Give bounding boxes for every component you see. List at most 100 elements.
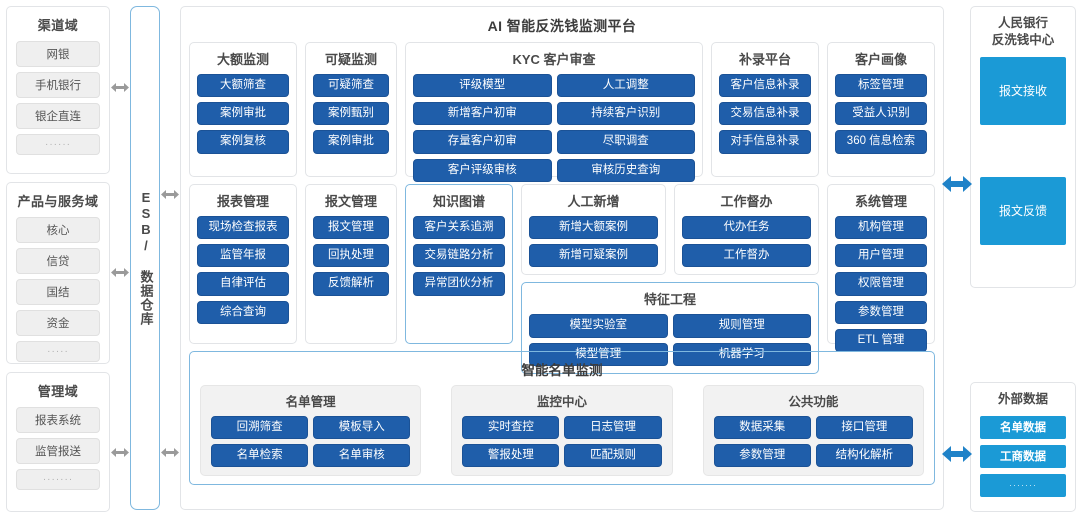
feature-button[interactable]: 权限管理 <box>835 272 927 296</box>
card-title: 报表管理 <box>216 194 269 209</box>
card-feature-engineering: 特征工程 模型实验室 规则管理 模型管理 机器学习 <box>521 282 819 374</box>
domain-item-ellipsis: ······ <box>16 134 100 155</box>
feature-button[interactable]: 标签管理 <box>835 74 927 98</box>
card-kyc-customer-review: KYC 客户审查 评级模型 人工调整 新增客户初审 持续客户识别 存量客户初审 … <box>405 42 703 182</box>
domain-item[interactable]: 监管报送 <box>16 438 100 464</box>
esb-data-warehouse-column: ESB/ 数据仓库 <box>130 6 160 510</box>
feature-button[interactable]: 模板导入 <box>313 416 411 440</box>
feature-button[interactable]: 异常团伙分析 <box>413 272 505 296</box>
feature-button[interactable]: 对手信息补录 <box>719 130 811 154</box>
card-supplementary-entry-platform: 补录平台 客户信息补录 交易信息补录 对手信息补录 <box>711 42 819 177</box>
card-large-amount-monitor: 大额监测 大额筛查 案例审批 案例复核 <box>189 42 297 177</box>
feature-button[interactable]: 案例复核 <box>197 130 289 154</box>
feature-button[interactable]: 交易链路分析 <box>413 244 505 268</box>
card-title: 知识图谱 <box>432 194 485 209</box>
feature-button[interactable]: 代办任务 <box>682 216 811 240</box>
panel-title: 人民银行 反洗钱中心 <box>980 15 1066 49</box>
feature-button[interactable]: 交易信息补录 <box>719 102 811 126</box>
feature-button[interactable]: 案例审批 <box>197 102 289 126</box>
domain-item[interactable]: 网银 <box>16 41 100 67</box>
feature-button[interactable]: 报文管理 <box>313 216 389 240</box>
block-ellipsis: ······· <box>980 473 1066 497</box>
block-message-feedback[interactable]: 报文反馈 <box>980 176 1066 245</box>
subcard-list-management: 名单管理 回溯筛查 模板导入 名单检索 名单审核 <box>200 385 422 477</box>
feature-button[interactable]: 回执处理 <box>313 244 389 268</box>
feature-button[interactable]: 反馈解析 <box>313 272 389 296</box>
spacer <box>980 125 1066 177</box>
feature-button[interactable]: 可疑筛查 <box>313 74 389 98</box>
domain-panel-channel: 渠道域 网银 手机银行 银企直连 ······ <box>6 6 110 174</box>
feature-button[interactable]: 新增大额案例 <box>529 216 658 240</box>
card-title: 特征工程 <box>643 292 696 308</box>
feature-button[interactable]: 名单审核 <box>313 444 411 468</box>
card-work-supervision: 工作督办 代办任务 工作督办 <box>674 184 819 276</box>
feature-button[interactable]: 参数管理 <box>835 300 927 324</box>
feature-button[interactable]: 尽职调查 <box>556 130 695 154</box>
feature-button[interactable]: 360 信息检索 <box>835 130 927 154</box>
feature-button[interactable]: 新增客户初审 <box>413 102 552 126</box>
domain-item[interactable]: 手机银行 <box>16 72 100 98</box>
block-message-receive[interactable]: 报文接收 <box>980 56 1066 125</box>
feature-button[interactable]: 名单检索 <box>211 444 309 468</box>
feature-button[interactable]: 综合查询 <box>197 300 289 324</box>
domain-item[interactable]: 信贷 <box>16 248 100 274</box>
feature-button[interactable]: 现场检查报表 <box>197 216 289 240</box>
feature-button[interactable]: 自律评估 <box>197 272 289 296</box>
feature-button[interactable]: 实时查控 <box>462 416 560 440</box>
feature-button[interactable]: 客户评级审核 <box>413 158 552 182</box>
feature-button[interactable]: 存量客户初审 <box>413 130 552 154</box>
domain-item[interactable]: 核心 <box>16 217 100 243</box>
card-title: 名单管理 <box>285 395 336 409</box>
feature-button[interactable]: 数据采集 <box>713 416 811 440</box>
feature-button[interactable]: 评级模型 <box>413 74 552 98</box>
feature-button[interactable]: 监管年报 <box>197 244 289 268</box>
feature-button[interactable]: 大额筛查 <box>197 74 289 98</box>
feature-button[interactable]: 机构管理 <box>835 216 927 240</box>
domain-item[interactable]: 国结 <box>16 279 100 305</box>
main-row-1: 大额监测 大额筛查 案例审批 案例复核 可疑监测 可疑筛查 案例甄别 案例审批 <box>189 42 935 182</box>
card-title: 工作督办 <box>720 194 773 209</box>
feature-button[interactable]: 机器学习 <box>672 342 811 366</box>
feature-button[interactable]: 用户管理 <box>835 244 927 268</box>
double-arrow-icon <box>111 267 129 278</box>
feature-button[interactable]: 受益人识别 <box>835 102 927 126</box>
feature-button[interactable]: 案例甄别 <box>313 102 389 126</box>
feature-button[interactable]: 工作督办 <box>682 244 811 268</box>
feature-button[interactable]: 新增可疑案例 <box>529 244 658 268</box>
feature-button[interactable]: 接口管理 <box>815 416 913 440</box>
feature-button[interactable]: 参数管理 <box>713 444 811 468</box>
domain-item-ellipsis: ······· <box>16 469 100 490</box>
block-list-data[interactable]: 名单数据 <box>980 415 1066 439</box>
panel-title: 外部数据 <box>997 392 1048 406</box>
feature-button[interactable]: 匹配规则 <box>564 444 662 468</box>
feature-button[interactable]: 审核历史查询 <box>556 158 695 182</box>
feature-button[interactable]: 模型管理 <box>529 342 668 366</box>
feature-button[interactable]: 持续客户识别 <box>556 102 695 126</box>
feature-button[interactable]: 结构化解析 <box>815 444 913 468</box>
card-report-management: 报表管理 现场检查报表 监管年报 自律评估 综合查询 <box>189 184 297 344</box>
arrow-lane-esb-main <box>160 4 180 516</box>
feature-button[interactable]: 警报处理 <box>462 444 560 468</box>
card-title: 监控中心 <box>536 395 587 409</box>
card-message-management: 报文管理 报文管理 回执处理 反馈解析 <box>305 184 397 344</box>
feature-button[interactable]: ETL 管理 <box>835 328 927 353</box>
feature-button[interactable]: 客户信息补录 <box>719 74 811 98</box>
feature-button[interactable]: 回溯筛查 <box>211 416 309 440</box>
feature-button[interactable]: 日志管理 <box>564 416 662 440</box>
card-title: 系统管理 <box>854 194 907 209</box>
domain-item[interactable]: 资金 <box>16 310 100 336</box>
feature-button[interactable]: 客户关系追溯 <box>413 216 505 240</box>
card-manual-addition: 人工新增 新增大额案例 新增可疑案例 <box>521 184 666 276</box>
block-business-registry-data[interactable]: 工商数据 <box>980 444 1066 468</box>
feature-button[interactable]: 模型实验室 <box>529 314 668 338</box>
arrow-lane-left <box>110 4 130 516</box>
card-title: 大额监测 <box>216 52 269 67</box>
domain-item[interactable]: 银企直连 <box>16 103 100 129</box>
feature-button[interactable]: 规则管理 <box>672 314 811 338</box>
panel-external-data: 外部数据 名单数据 工商数据 ······· <box>970 382 1076 512</box>
feature-button[interactable]: 案例审批 <box>313 130 389 154</box>
feature-button[interactable]: 人工调整 <box>556 74 695 98</box>
card-title: 补录平台 <box>738 52 791 67</box>
domain-item[interactable]: 报表系统 <box>16 407 100 433</box>
right-external-column: 人民银行 反洗钱中心 报文接收 报文反馈 外部数据 名单数据 工商数据 ····… <box>970 4 1076 516</box>
